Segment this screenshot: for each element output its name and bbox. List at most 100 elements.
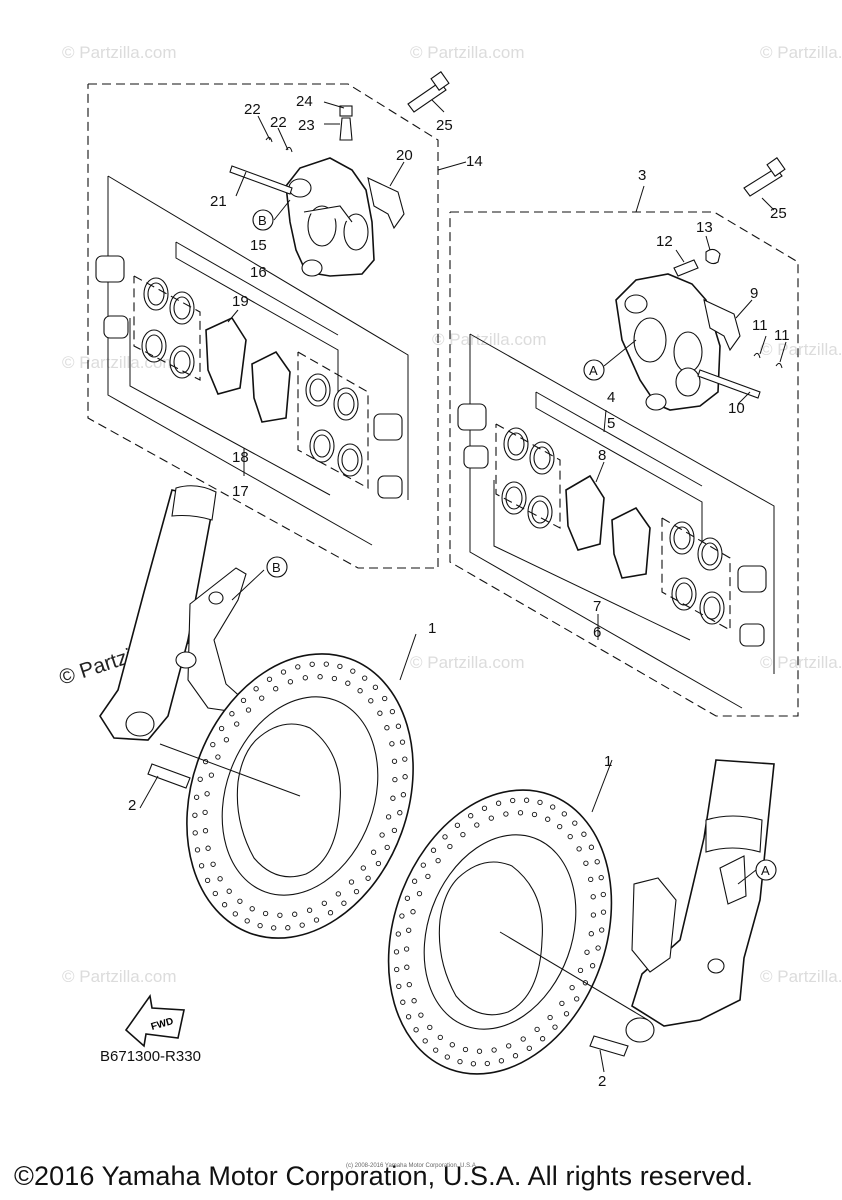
callout-3: 3	[638, 167, 646, 184]
disc-vent-hole	[245, 707, 252, 713]
disc-vent-hole	[411, 878, 418, 884]
disc-vent-hole	[410, 909, 416, 915]
callout-22: 22	[270, 114, 287, 131]
watermark: © Partzilla.com	[410, 653, 525, 672]
callout-12: 12	[656, 233, 673, 250]
disc-vent-hole	[403, 946, 410, 952]
disc-vent-hole	[397, 810, 403, 816]
disc-vent-hole	[598, 874, 604, 881]
callout-20: 20	[396, 147, 413, 164]
r-clips	[753, 352, 783, 369]
disc-vent-hole	[389, 741, 395, 747]
piston	[737, 565, 767, 593]
disc-vent-hole	[321, 900, 327, 906]
disc-vent-hole	[253, 686, 259, 692]
callout-13: 13	[696, 219, 713, 236]
disc-vent-hole	[400, 792, 407, 798]
disc-vent-hole	[547, 1014, 553, 1021]
disc-vent-hole	[552, 1024, 558, 1030]
disc-vent-hole	[348, 879, 355, 885]
disc-vent-hole	[391, 758, 398, 764]
disc-vent-hole	[460, 831, 466, 838]
disc-vent-hole	[306, 907, 313, 913]
disc-vent-hole	[262, 910, 269, 917]
callout-11: 11	[774, 327, 790, 344]
disc-vent-hole	[341, 900, 347, 906]
disc-vent-hole	[249, 906, 255, 912]
disc-vent-hole	[563, 1011, 570, 1017]
kit-bracket	[107, 176, 373, 546]
disc-vent-hole	[370, 849, 377, 855]
disc-vent-hole	[198, 863, 205, 869]
disc-vent-hole	[204, 791, 210, 797]
disc-vent-hole	[444, 1054, 450, 1060]
watermark: © Partzilla.com	[760, 653, 842, 672]
assembly-14-boundary	[87, 83, 439, 569]
callout-11: 11	[752, 317, 768, 334]
kit-bracket	[175, 241, 339, 336]
disc-vent-hole	[229, 711, 235, 717]
brake-pad	[611, 506, 651, 579]
disc-vent-hole	[217, 876, 223, 882]
disc-vent-hole	[271, 925, 277, 931]
caliper-bolt	[743, 167, 783, 197]
disc-vent-hole	[468, 813, 474, 819]
disc-vent-hole	[599, 927, 605, 933]
disc-vent-hole	[309, 661, 315, 667]
disc-vent-hole	[539, 1036, 546, 1042]
disc-vent-hole	[420, 862, 426, 868]
callout-6: 6	[593, 624, 601, 641]
disc-vent-hole	[221, 902, 228, 908]
disc-vent-hole	[584, 949, 590, 955]
disc-vent-hole	[581, 831, 587, 837]
disc-vent-hole	[484, 1060, 490, 1067]
disc-vent-hole	[506, 1043, 512, 1049]
disc-vent-hole	[526, 1045, 532, 1051]
callout-5: 5	[607, 415, 615, 432]
disc-vent-hole	[266, 676, 273, 682]
disc-vent-hole	[393, 949, 400, 955]
disc-vent-hole	[531, 811, 538, 818]
disc-vent-hole	[427, 1024, 433, 1031]
disc-vent-hole	[382, 695, 388, 702]
reference-circles: B B A A	[252, 199, 777, 881]
disc-vent-hole	[595, 945, 601, 951]
disc-vent-hole	[192, 830, 198, 836]
disc-vent-hole	[210, 861, 216, 867]
disc-vent-hole	[317, 674, 323, 680]
circle-label-b: B	[258, 213, 267, 228]
disc-vent-hole	[234, 721, 240, 727]
piston	[103, 315, 129, 339]
callout-22: 22	[244, 101, 261, 118]
callout-1: 1	[604, 753, 612, 770]
bleed-screw	[673, 259, 699, 277]
disc-vent-hole	[520, 1036, 526, 1042]
disc-vent-hole	[569, 984, 575, 991]
disc-vent-hole	[589, 963, 596, 969]
disc-vent-hole	[357, 688, 363, 694]
circle-label-a: A	[589, 363, 598, 378]
callout-16: 16	[250, 264, 267, 281]
disc-vent-hole	[335, 891, 341, 897]
disc-vent-hole	[577, 967, 584, 974]
bleed-screw	[339, 117, 353, 141]
disc-vent-hole	[416, 890, 423, 897]
disc-vent-hole	[389, 708, 396, 715]
disc-vent-hole	[384, 844, 390, 851]
disc-vent-hole	[481, 805, 488, 811]
disc-vent-hole	[192, 812, 198, 818]
disc-vent-hole	[588, 876, 594, 883]
brake-pad	[565, 474, 605, 551]
disc-vent-hole	[218, 725, 225, 732]
disc-holes	[393, 797, 607, 1067]
disc-vent-hole	[350, 668, 356, 674]
disc-vent-hole	[600, 909, 607, 915]
disc-vent-hole	[590, 894, 596, 900]
disc-vent-hole	[391, 827, 398, 834]
piston	[463, 445, 489, 469]
callout-9: 9	[750, 285, 758, 302]
piston	[95, 255, 125, 283]
disc-vent-hole	[510, 797, 516, 804]
brake-pad	[205, 316, 247, 395]
callout-25: 25	[436, 117, 453, 134]
